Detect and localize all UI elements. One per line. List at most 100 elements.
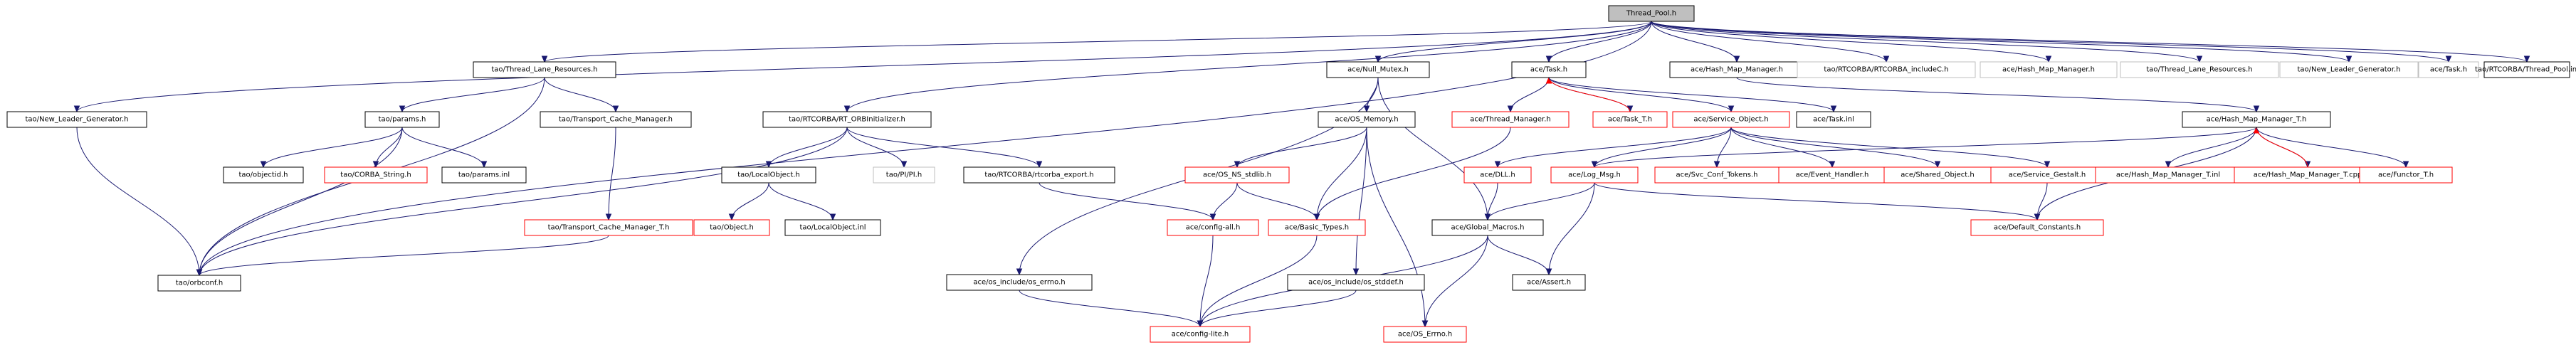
node-ace-hash-map-manager-t[interactable]: ace/Hash_Map_Manager_T.h xyxy=(2182,111,2331,128)
node-ace-hash-map-manager-t-inl[interactable]: ace/Hash_Map_Manager_T.inl xyxy=(2095,166,2241,184)
node-ace-service-object[interactable]: ace/Service_Object.h xyxy=(1672,111,1790,128)
node-gray-new-leader-generator[interactable]: tao/New_Leader_Generator.h xyxy=(2279,61,2419,78)
node-gray-thread-lane-resources[interactable]: tao/Thread_Lane_Resources.h xyxy=(2120,61,2279,78)
edge-root-to-ace-hash-map-manager xyxy=(1651,21,1738,63)
edge-tao-localobject-to-tao-localobject-inl xyxy=(768,182,834,221)
node-label: ace/config-lite.h xyxy=(1172,331,1229,339)
node-tao-pi[interactable]: tao/PI/PI.h xyxy=(873,166,935,184)
edge-arrowhead xyxy=(1830,105,1837,113)
edge-arrowhead xyxy=(1545,76,1552,84)
edge-tao-rtcorba-rt-orbinitializer-to-tao-localobject xyxy=(768,127,848,168)
node-ace-os-stddef[interactable]: ace/os_include/os_stddef.h xyxy=(1287,274,1425,291)
node-tao-params-inl[interactable]: tao/params.inl xyxy=(441,166,527,184)
edge-root-to-ace-null-mutex xyxy=(1377,21,1652,63)
node-tao-transport-cache-manager[interactable]: tao/Transport_Cache_Manager.h xyxy=(540,111,692,128)
node-box xyxy=(963,166,1115,184)
node-label: Thread_Pool.h xyxy=(1626,10,1676,18)
node-ace-basic-types[interactable]: ace/Basic_Types.h xyxy=(1268,219,1366,236)
node-tao-new-leader-generator-left[interactable]: tao/New_Leader_Generator.h xyxy=(6,111,147,128)
node-ace-default-constants[interactable]: ace/Default_Constants.h xyxy=(1970,219,2104,236)
edge-tao-params-to-tao-corba-string xyxy=(375,127,403,168)
node-gray-task[interactable]: ace/Task.h xyxy=(2418,61,2479,78)
node-ace-thread-manager[interactable]: ace/Thread_Manager.h xyxy=(1451,111,1570,128)
edge-arrowhead xyxy=(1883,55,1890,63)
node-ace-config-all[interactable]: ace/config-all.h xyxy=(1167,219,1259,236)
node-box xyxy=(364,111,440,128)
node-tao-rtcorba-rt-orbinitializer[interactable]: tao/RTCORBA/RT_ORBInitializer.h xyxy=(762,111,932,128)
edge-ace-task-t-to-ace-task xyxy=(1548,77,1631,112)
node-label: ace/OS_Memory.h xyxy=(1335,116,1398,124)
edge-root-to-gray-thread-lane-resources xyxy=(1651,21,2200,63)
node-label: tao/params.inl xyxy=(458,171,510,179)
node-ace-global-macros[interactable]: ace/Global_Macros.h xyxy=(1431,219,1544,236)
node-ace-hash-map-manager[interactable]: ace/Hash_Map_Manager.h xyxy=(1669,61,1804,78)
node-ace-assert[interactable]: ace/Assert.h xyxy=(1512,274,1586,291)
node-label: ace/Thread_Manager.h xyxy=(1470,116,1551,124)
node-label: tao/Transport_Cache_Manager.h xyxy=(559,116,673,124)
node-box xyxy=(2483,61,2570,78)
edge-ace-basic-types-to-ace-config-lite xyxy=(1199,235,1318,327)
node-ace-log-msg[interactable]: ace/Log_Msg.h xyxy=(1550,166,1639,184)
node-ace-config-lite[interactable]: ace/config-lite.h xyxy=(1150,326,1251,343)
node-label: tao/RTCORBA/Thread_Pool.inl xyxy=(2475,66,2576,74)
node-tao-transport-cache-manager-t[interactable]: tao/Transport_Cache_Manager_T.h xyxy=(524,219,693,236)
node-tao-orbconf[interactable]: tao/orbconf.h xyxy=(157,275,241,292)
node-box xyxy=(1797,61,1976,78)
node-ace-task[interactable]: ace/Task.h xyxy=(1511,61,1587,78)
node-box xyxy=(157,275,241,292)
node-root[interactable]: Thread_Pool.h xyxy=(1608,5,1695,22)
node-ace-os-memory[interactable]: ace/OS_Memory.h xyxy=(1318,111,1416,128)
node-tao-thread-lane-resources[interactable]: tao/Thread_Lane_Resources.h xyxy=(473,61,616,78)
node-ace-service-gestalt[interactable]: ace/Service_Gestalt.h xyxy=(1990,166,2104,184)
edge-ace-os-memory-to-ace-os-stddef xyxy=(1355,127,1367,275)
node-ace-shared-object[interactable]: ace/Shared_Object.h xyxy=(1883,166,1992,184)
node-ace-os-errno[interactable]: ace/OS_Errno.h xyxy=(1383,326,1467,343)
node-tao-corba-string[interactable]: tao/CORBA_String.h xyxy=(324,166,428,184)
node-label: tao/LocalObject.inl xyxy=(799,224,866,232)
node-gray-thread-pool-inl[interactable]: tao/RTCORBA/Thread_Pool.inl xyxy=(2475,61,2576,78)
edge-ace-config-all-to-ace-config-lite xyxy=(1199,235,1214,327)
node-ace-task-inl[interactable]: ace/Task.inl xyxy=(1796,111,1871,128)
edge-ace-thread-manager-to-ace-basic-types xyxy=(1316,127,1511,221)
node-ace-os-errno[interactable]: ace/os_include/os_errno.h xyxy=(946,274,1093,291)
edge-arrowhead xyxy=(900,161,908,169)
node-tao-rtcorba-export[interactable]: tao/RTCORBA/rtcorba_export.h xyxy=(963,166,1115,184)
node-label: tao/Thread_Lane_Resources.h xyxy=(491,66,597,74)
edge-arrowhead xyxy=(541,55,548,63)
edge-ace-hash-map-manager-t-to-ace-log-msg xyxy=(1594,127,2257,168)
edge-arrowhead xyxy=(1197,320,1204,328)
node-tao-objectid[interactable]: tao/objectid.h xyxy=(223,166,304,184)
node-ace-task-t[interactable]: ace/Task_T.h xyxy=(1592,111,1668,128)
node-ace-hash-map-manager-t-cpp[interactable]: ace/Hash_Map_Manager_T.cpp xyxy=(2234,166,2382,184)
node-tao-localobject[interactable]: tao/LocalObject.h xyxy=(721,166,816,184)
node-ace-null-mutex[interactable]: ace/Null_Mutex.h xyxy=(1326,61,1430,78)
edge-tao-transport-cache-manager-to-tao-transport-cache-manager-t xyxy=(608,127,616,221)
node-ace-os-ns-stdlib[interactable]: ace/OS_NS_stdlib.h xyxy=(1184,166,1290,184)
node-box xyxy=(2120,61,2279,78)
node-ace-dll[interactable]: ace/DLL.h xyxy=(1463,166,1532,184)
edge-arrowhead xyxy=(1363,105,1370,113)
node-label: ace/config-all.h xyxy=(1186,224,1241,232)
node-ace-svc-conf-tokens[interactable]: ace/Svc_Conf_Tokens.h xyxy=(1654,166,1779,184)
node-box xyxy=(1970,219,2104,236)
node-label: ace/Svc_Conf_Tokens.h xyxy=(1676,171,1757,179)
node-gray-rtcorba-includec[interactable]: tao/RTCORBA/RTCORBA_includeC.h xyxy=(1797,61,1976,78)
edge-root-to-tao-rtcorba-rt-orbinitializer xyxy=(846,21,1652,112)
node-label: ace/Default_Constants.h xyxy=(1994,224,2081,232)
node-tao-object[interactable]: tao/Object.h xyxy=(693,219,770,236)
edge-ace-null-mutex-to-ace-global-macros xyxy=(1377,77,1488,221)
edge-ace-hash-map-manager-t-to-ace-functor-t xyxy=(2256,127,2407,168)
node-box xyxy=(1672,111,1790,128)
node-tao-params[interactable]: tao/params.h xyxy=(364,111,440,128)
node-ace-functor-t[interactable]: ace/Functor_T.h xyxy=(2359,166,2453,184)
node-gray-hash-map-manager[interactable]: ace/Hash_Map_Manager.h xyxy=(1980,61,2118,78)
node-ace-event-handler[interactable]: ace/Event_Handler.h xyxy=(1778,166,1886,184)
edge-arrowhead xyxy=(1545,55,1552,63)
node-box xyxy=(1287,274,1425,291)
edge-ace-hash-map-manager-t-cpp-to-ace-hash-map-manager-t xyxy=(2256,127,2308,168)
edge-root-to-gray-hash-map-manager xyxy=(1651,21,2049,63)
node-tao-localobject-inl[interactable]: tao/LocalObject.inl xyxy=(784,219,881,236)
edge-arrowhead xyxy=(1713,161,1720,169)
edge-tao-localobject-to-tao-object xyxy=(731,182,769,221)
